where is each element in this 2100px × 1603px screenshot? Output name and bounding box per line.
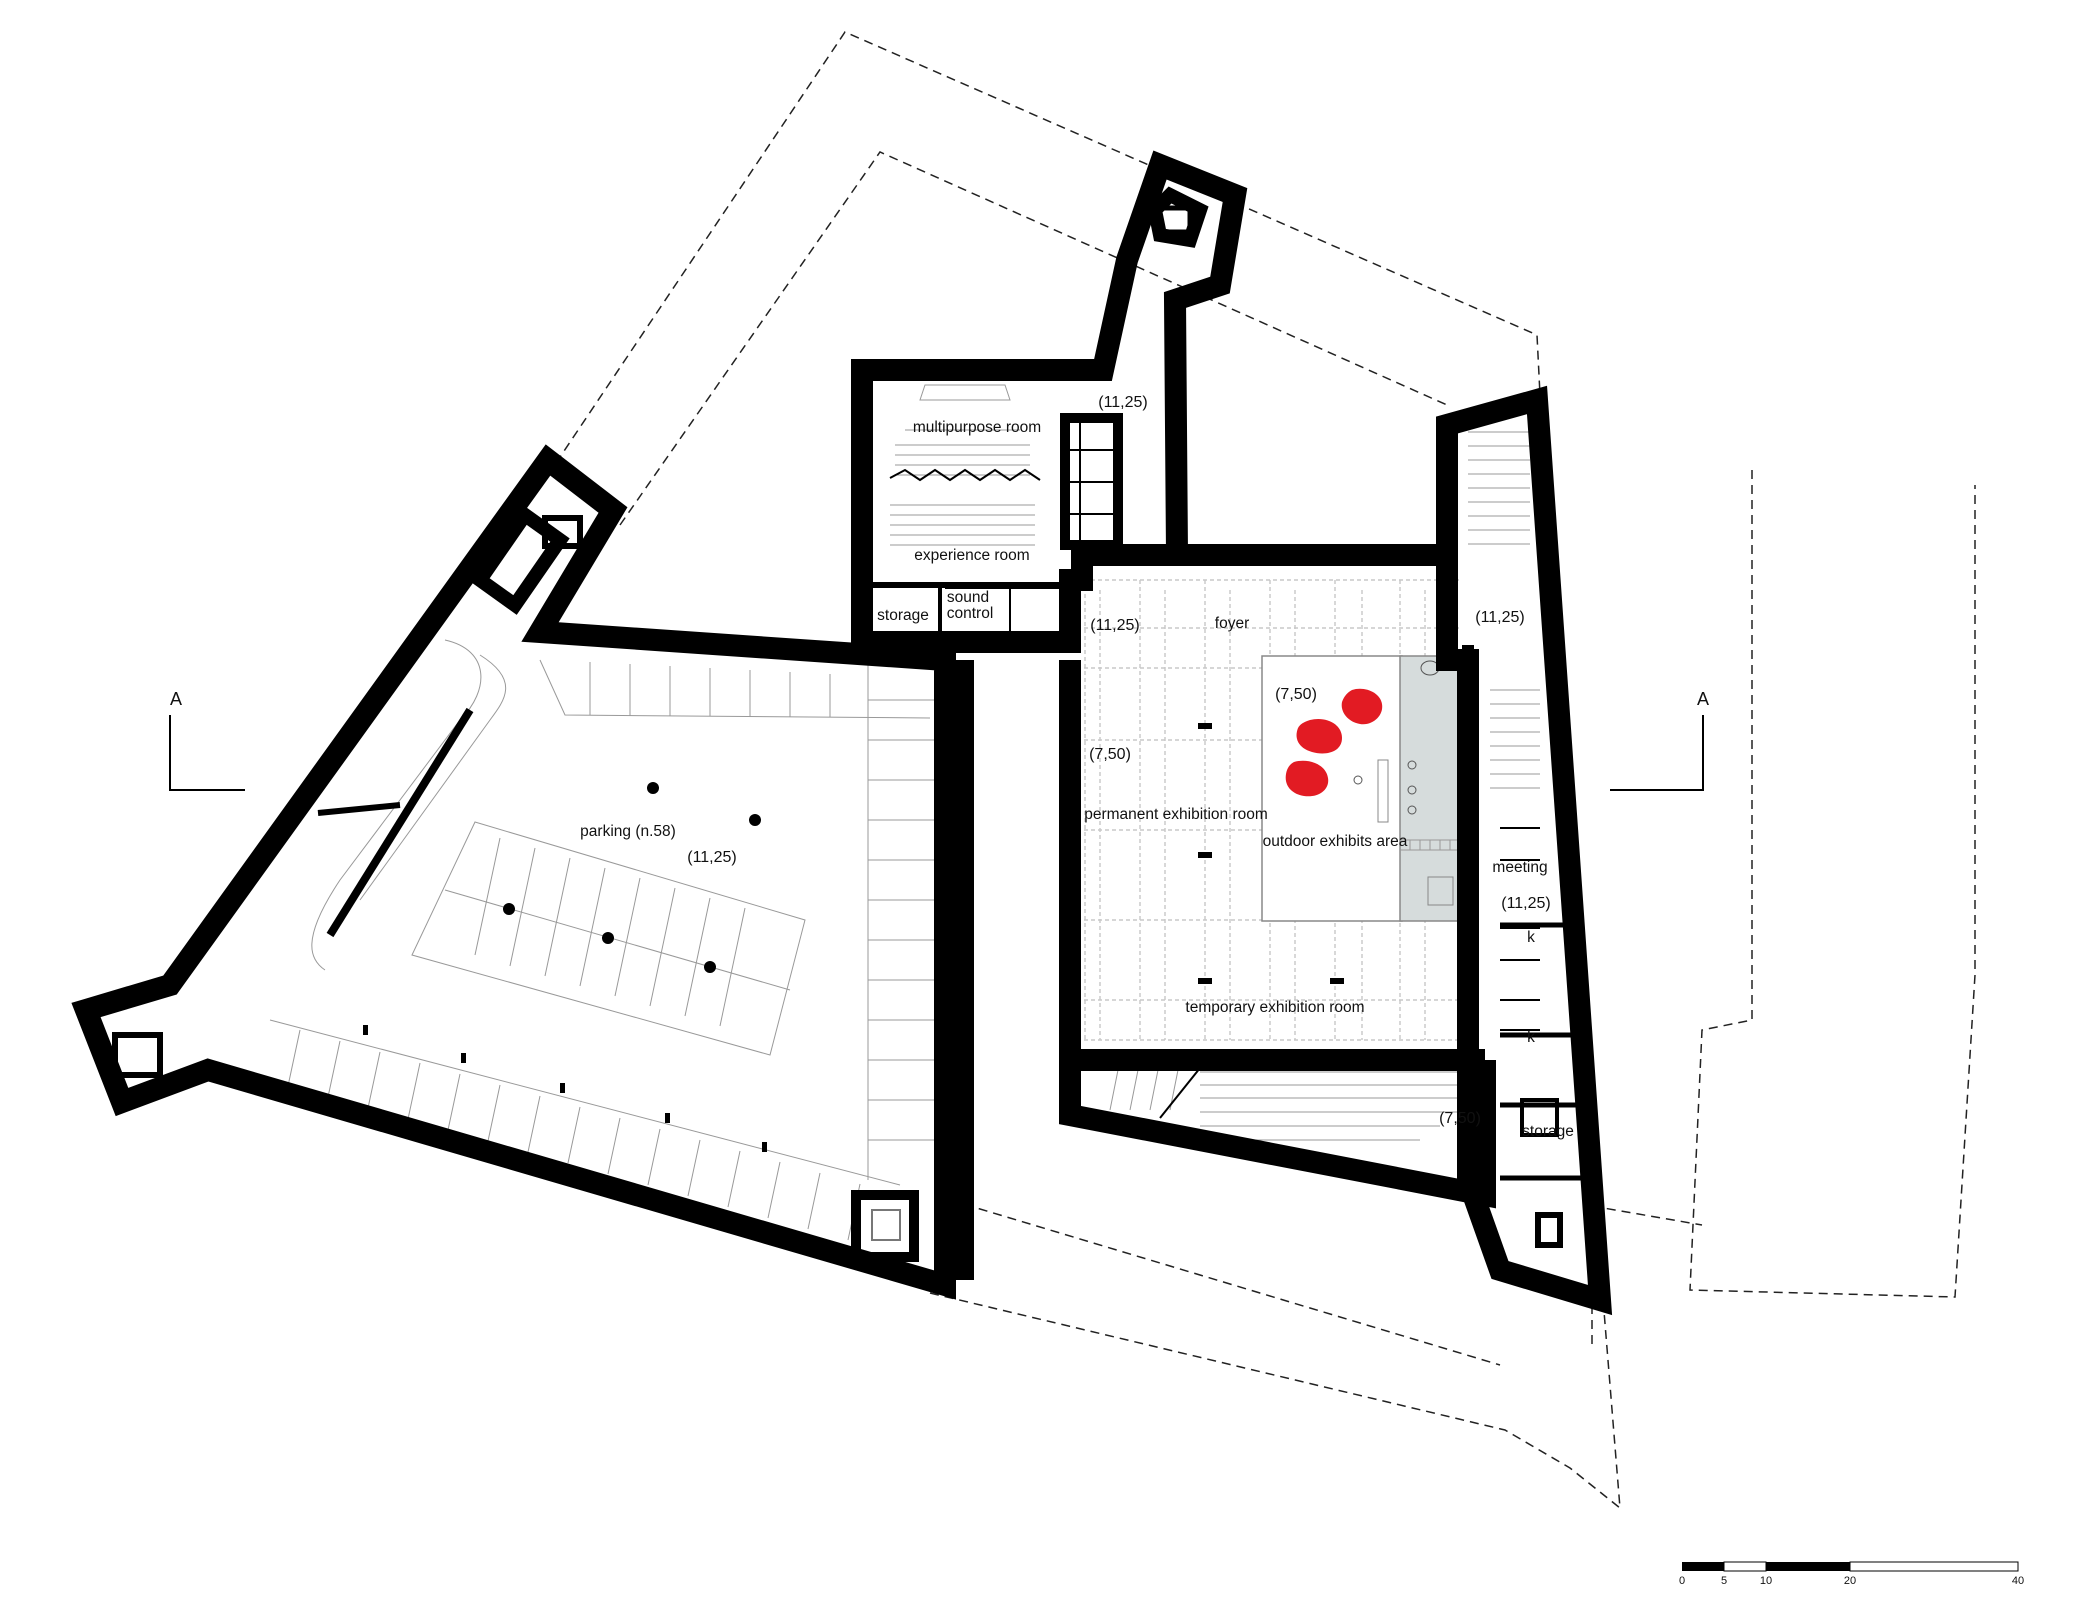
- level-multipurpose: (11,25): [1098, 394, 1148, 411]
- room-label-parking: parking (n.58): [580, 823, 676, 840]
- section-label-right: A: [1697, 689, 1709, 709]
- scale-tick-5: 5: [1721, 1575, 1727, 1587]
- level-meeting: (11,25): [1501, 895, 1551, 912]
- level-outdoor: (7,50): [1275, 686, 1317, 703]
- room-label-k1: k: [1527, 929, 1535, 946]
- room-labels: multipurpose room experience room storag…: [580, 419, 1574, 1140]
- service-rooms: [945, 413, 1585, 1181]
- section-mark-left: A: [169, 689, 245, 791]
- room-label-experience: experience room: [914, 547, 1029, 564]
- columns: [363, 645, 1474, 1152]
- stair-hatching: [269, 384, 1540, 1241]
- cores: [112, 205, 1563, 1262]
- scale-tick-10: 10: [1760, 1575, 1772, 1587]
- level-permanent: (7,50): [1089, 746, 1131, 763]
- red-exhibit-1: [1341, 688, 1383, 725]
- scale-bar: 0 5 10 20 40: [1679, 1561, 2024, 1587]
- level-lower-stair: (7,50): [1439, 1110, 1481, 1127]
- room-label-k2: k: [1527, 1029, 1535, 1046]
- room-label-multipurpose: multipurpose room: [913, 419, 1041, 436]
- scale-tick-0: 0: [1679, 1575, 1685, 1587]
- room-label-sound: sound: [947, 589, 989, 606]
- scale-tick-20: 20: [1844, 1575, 1856, 1587]
- room-label-control: control: [947, 605, 994, 622]
- red-exhibits: [1285, 688, 1383, 797]
- room-label-permanent: permanent exhibition room: [1084, 806, 1268, 823]
- level-east-stair: (11,25): [1475, 609, 1525, 626]
- level-parking: (11,25): [687, 849, 737, 866]
- room-label-temporary: temporary exhibition room: [1185, 999, 1364, 1016]
- scale-tick-40: 40: [2012, 1575, 2024, 1587]
- walls: [71, 150, 1613, 1316]
- room-label-meeting: meeting: [1492, 859, 1547, 876]
- section-label-left: A: [170, 689, 182, 709]
- level-foyer: (11,25): [1090, 617, 1140, 634]
- room-label-storage-right: storage: [1522, 1123, 1574, 1140]
- red-exhibit-3: [1285, 760, 1329, 797]
- room-label-outdoor: outdoor exhibits area: [1263, 833, 1408, 850]
- level-markers: (11,25) (11,25) (11,25) (11,25) (11,25) …: [687, 394, 1551, 1127]
- site-outline-dashed: [555, 31, 1976, 1510]
- room-label-foyer: foyer: [1215, 615, 1249, 632]
- room-label-storage-left: storage: [877, 607, 929, 624]
- red-exhibit-2: [1296, 718, 1342, 754]
- section-mark-right: A: [1610, 689, 1709, 791]
